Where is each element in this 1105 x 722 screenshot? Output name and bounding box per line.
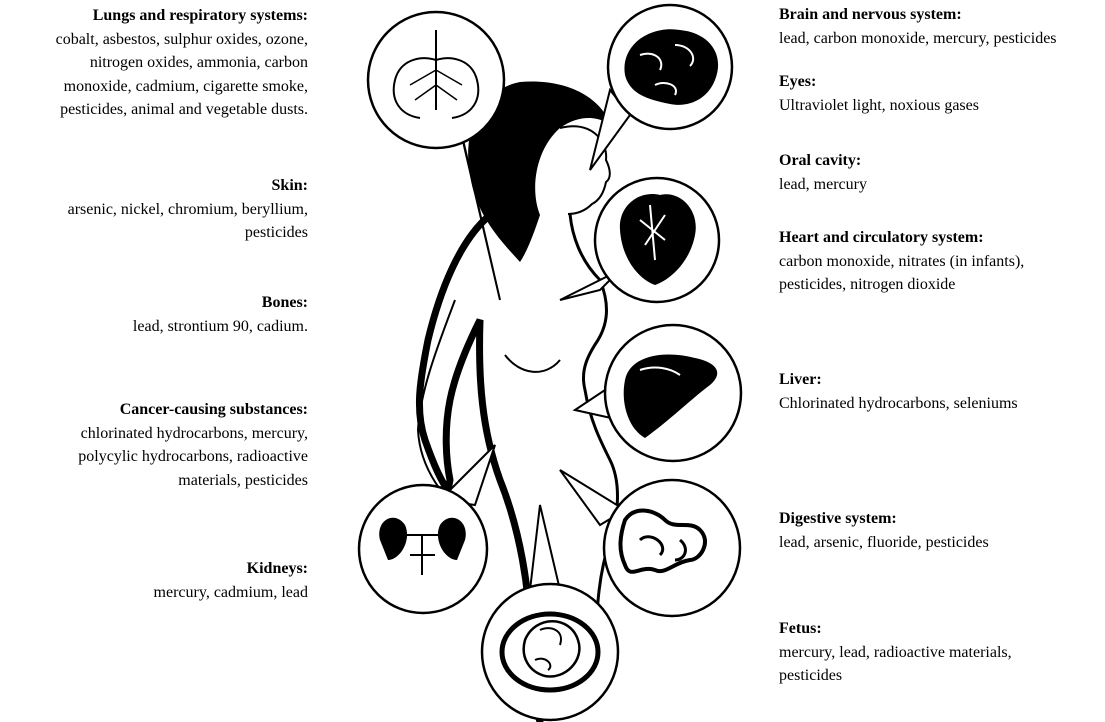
heart-callout: [559, 176, 721, 304]
brain-line-1: lead, carbon monoxide, mercury, pesticid…: [779, 29, 1057, 47]
heart-line-2: pesticides, nitrogen dioxide: [779, 276, 956, 293]
skin-line-2: pesticides: [244, 224, 308, 241]
lungs-line-1: cobalt, asbestos, sulphur oxides, ozone,: [55, 30, 308, 48]
eyes-heading: Eyes:: [779, 73, 817, 90]
heart-circulatory-block: Heart and circulatory system: carbon mon…: [779, 226, 1103, 297]
kidneys-callout: [357, 444, 496, 615]
lungs-line-2: nitrogen oxides, ammonia, carbon: [89, 54, 308, 71]
heart-heading: Heart and circulatory system:: [779, 229, 984, 246]
eyes-line-1: Ultraviolet light, noxious gases: [779, 96, 979, 114]
bones-line-1: lead, strontium 90, cadium.: [132, 317, 308, 335]
liver-heading: Liver:: [779, 371, 822, 388]
bones-block: Bones: lead, strontium 90, cadium.: [133, 291, 308, 338]
body-outline-left: [415, 211, 544, 722]
skin-block: Skin: arsenic, nickel, chromium, berylli…: [68, 174, 308, 245]
fetus-line-2: pesticides: [779, 667, 843, 684]
kidneys-block: Kidneys: mercury, cadmium, lead: [154, 557, 308, 604]
breast-line: [504, 354, 561, 373]
fetus-block: Fetus: mercury, lead, radioactive materi…: [779, 617, 1012, 688]
fetus-line-1: mercury, lead, radioactive materials,: [779, 643, 1012, 661]
cancer-causing-block: Cancer-causing substances: chlorinated h…: [78, 398, 308, 492]
digestive-heading: Digestive system:: [779, 510, 897, 527]
oral-line-1: lead, mercury: [779, 175, 867, 193]
cancer-line-2: polycylic hydrocarbons, radioactive: [78, 448, 308, 465]
skin-heading: Skin:: [271, 177, 308, 194]
brain-heading: Brain and nervous system:: [779, 6, 962, 23]
liver-callout: [572, 323, 743, 463]
cancer-line-1: chlorinated hydrocarbons, mercury,: [80, 424, 308, 442]
fetus-callout: [480, 504, 620, 722]
digestive-callout: [559, 469, 742, 618]
cancer-line-3: materials, pesticides: [178, 471, 308, 489]
brain-callout: [589, 3, 734, 171]
bones-heading: Bones:: [261, 294, 308, 311]
eyes-block: Eyes: Ultraviolet light, noxious gases: [779, 70, 979, 117]
lungs-respiratory-block: Lungs and respiratory systems: cobalt, a…: [56, 4, 308, 122]
fetus-heading: Fetus:: [779, 620, 822, 637]
lungs-line-3: monoxide, cadmium, cigarette smoke,: [63, 77, 308, 95]
kidneys-heading: Kidneys:: [246, 560, 308, 577]
kidneys-line-1: mercury, cadmium, lead: [153, 583, 308, 601]
liver-block: Liver: Chlorinated hydrocarbons, seleniu…: [779, 368, 1018, 415]
heart-line-1: carbon monoxide, nitrates (in infants),: [779, 252, 1025, 270]
lungs-line-4: pesticides, animal and vegetable dusts.: [60, 101, 308, 118]
digestive-block: Digestive system: lead, arsenic, fluorid…: [779, 507, 989, 554]
digestive-line-1: lead, arsenic, fluoride, pesticides: [779, 533, 989, 551]
oral-cavity-block: Oral cavity: lead, mercury: [779, 149, 867, 196]
cancer-heading: Cancer-causing substances:: [119, 401, 308, 418]
skin-line-1: arsenic, nickel, chromium, beryllium,: [67, 200, 308, 218]
body-organ-diagram: [357, 3, 743, 722]
lungs-heading: Lungs and respiratory systems:: [92, 7, 308, 24]
hair: [468, 81, 612, 262]
brain-nervous-block: Brain and nervous system: lead, carbon m…: [779, 3, 1057, 50]
liver-line-1: Chlorinated hydrocarbons, seleniums: [779, 394, 1018, 412]
oral-heading: Oral cavity:: [779, 152, 862, 169]
lungs-callout: [366, 10, 506, 301]
